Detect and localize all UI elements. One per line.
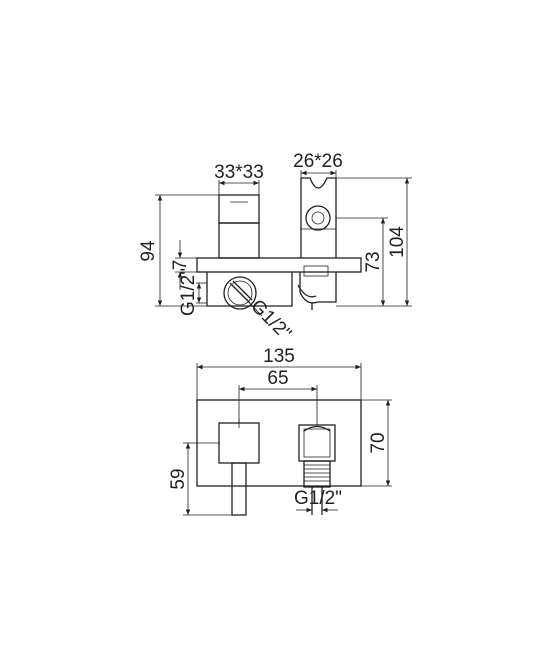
holder-knob-inner [311, 211, 325, 225]
dim-height-104: 104 [387, 226, 408, 258]
dim-height-94: 94 [138, 240, 159, 262]
front-handle-lever [231, 462, 247, 516]
dim-height-73: 73 [363, 251, 384, 272]
front-outlet [303, 460, 331, 488]
holder-knob-outer [305, 205, 331, 231]
dim-width-65: 65 [267, 368, 288, 389]
front-plate [196, 399, 362, 487]
leader-line [239, 292, 263, 317]
front-holder-inner [303, 428, 331, 458]
front-handle [218, 422, 260, 464]
dim-height-59: 59 [168, 468, 189, 489]
outlet-nut [303, 265, 329, 277]
shower-outlet [299, 272, 337, 304]
dim-outlet-thread: G1/2" [294, 488, 342, 509]
side-view: 33*33 26*26 94 7 G1/2" G1/2" 104 73 [138, 151, 412, 344]
wall-plate [196, 257, 362, 273]
dim-height-7: 7 [170, 260, 191, 271]
dim-inlet-thread-diag: G1/2" [246, 296, 295, 345]
inlet-circle-inner [227, 280, 253, 306]
dim-holder-size: 26*26 [293, 151, 343, 172]
valve-handle-stem [218, 222, 260, 259]
outlet-curve [297, 284, 317, 298]
front-holder-curve [303, 425, 331, 432]
dim-height-70: 70 [368, 432, 389, 453]
dim-width-135: 135 [263, 346, 295, 367]
valve-handle-top [218, 194, 260, 224]
inlet-hatch [232, 280, 253, 301]
thread-lines [304, 464, 330, 482]
inlet-circle-outer [223, 276, 257, 310]
dim-inlet-thread-side: G1/2" [178, 268, 199, 316]
front-view: 135 65 70 59 G1/2" [168, 346, 392, 516]
dim-handle-size: 33*33 [214, 162, 264, 183]
